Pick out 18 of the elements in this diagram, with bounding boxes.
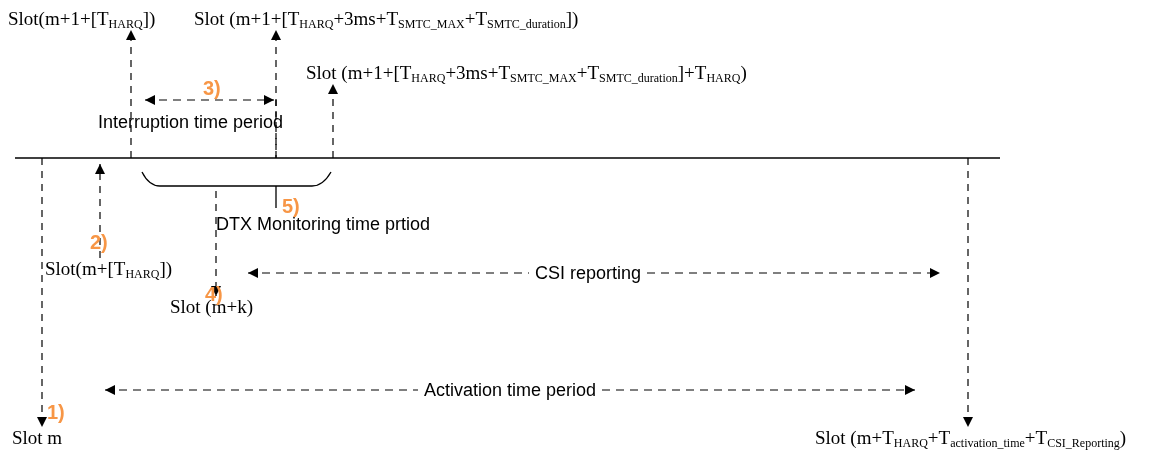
slot-label: Slot (m+T$_{HARQ}$+T$_{activation_time}$+T$_{CSI_Reporting}$) (815, 427, 1127, 449)
arrow (126, 29, 136, 159)
period-label: CSI reporting (534, 263, 643, 283)
period-label: Interruption time period (98, 112, 284, 132)
arrow (95, 163, 105, 259)
callout-number: 3) (203, 78, 221, 98)
callout-number: 2) (90, 232, 108, 252)
slot-label: Slot(m+1+[T$_{HARQ}$]) (8, 8, 156, 30)
arrow (271, 29, 281, 159)
slot-label: Slot (m+1+[T$_{HARQ}$+3ms+T$_{SMTC_MAX}$+T$_{SMTC_duration}$]+T$_{HARQ}$) (306, 62, 747, 84)
arrow (37, 157, 47, 428)
slot-label: Slot(m+[T$_{HARQ}$]) (45, 258, 173, 280)
arrow (963, 157, 973, 428)
period-label: Activation time period (423, 380, 598, 400)
callout-number: 1) (47, 402, 65, 422)
arrow (328, 83, 338, 159)
slot-label: Slot (m+1+[T$_{HARQ}$+3ms+T$_{SMTC_MAX}$+T$_{SMTC_duration}$]) (194, 8, 579, 30)
arrow (211, 190, 221, 297)
